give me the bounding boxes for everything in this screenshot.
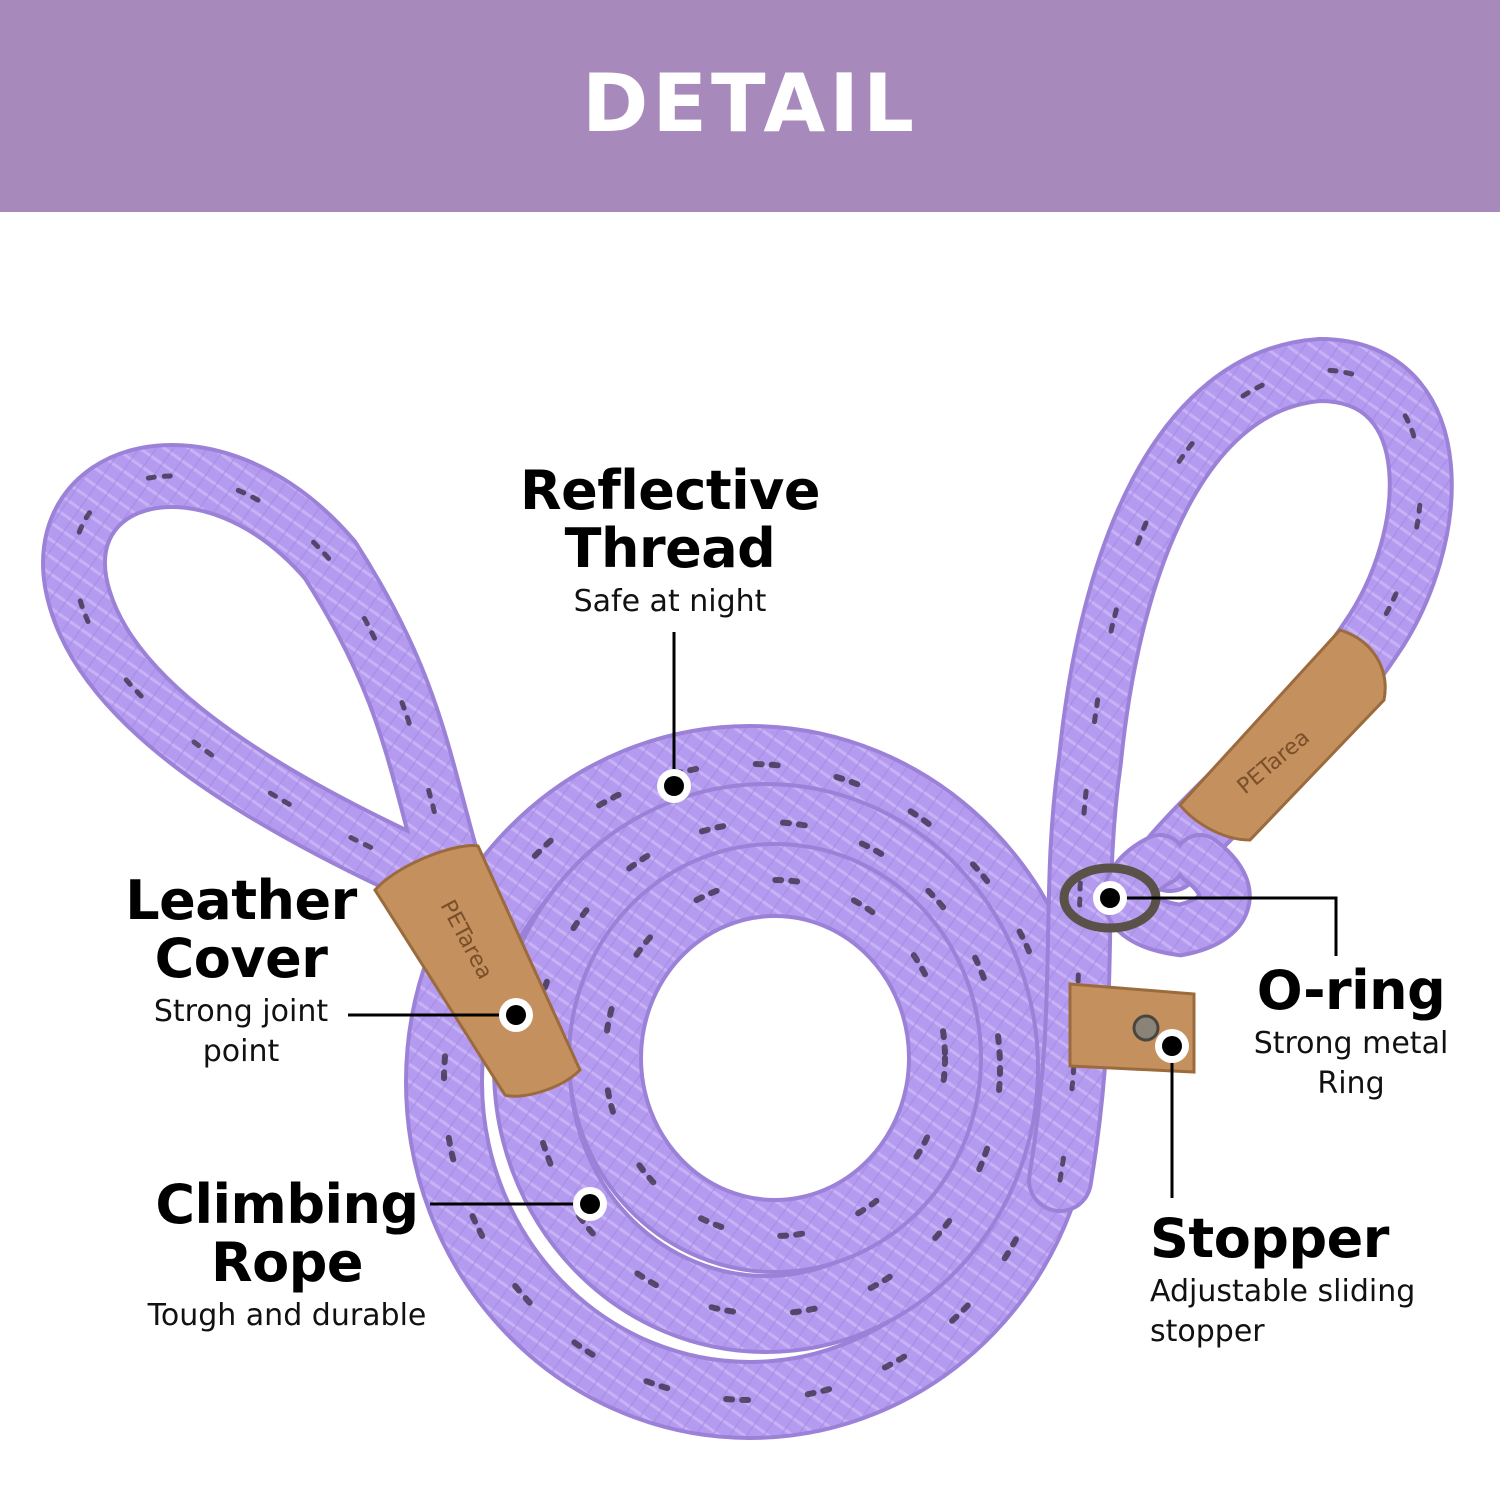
callout-subtitle: Safe at night	[520, 582, 820, 622]
title-line: Climbing	[155, 1173, 419, 1236]
header-banner: DETAIL	[0, 0, 1500, 212]
title-line: Thread	[564, 517, 776, 580]
callout-title: Stopper	[1150, 1210, 1460, 1268]
callout-leather-cover: Leather Cover Strong joint point	[110, 872, 372, 1072]
title-line: Cover	[154, 927, 328, 990]
title-line: O-ring	[1256, 959, 1446, 1022]
callout-reflective-thread: Reflective Thread Safe at night	[520, 459, 821, 622]
leader-lines	[348, 632, 1338, 1206]
subtitle-line: stopper	[1150, 1314, 1265, 1349]
page-title: DETAIL	[581, 56, 919, 150]
title-line: Stopper	[1150, 1207, 1389, 1270]
callout-subtitle: Strong joint point	[110, 992, 372, 1072]
title-line: Leather	[125, 869, 357, 932]
rope-handle-loop	[41, 443, 493, 933]
callout-title: O-ring	[1236, 962, 1466, 1020]
callout-title: Leather Cover	[110, 872, 372, 988]
callout-climbing-rope: Climbing Rope Tough and durable	[128, 1176, 446, 1336]
subtitle-line: Adjustable sliding	[1150, 1274, 1416, 1309]
rope-coil	[404, 724, 1096, 1440]
callout-o-ring: O-ring Strong metal Ring	[1236, 962, 1466, 1104]
subtitle-line: Ring	[1317, 1066, 1385, 1101]
title-line: Rope	[211, 1231, 363, 1294]
leather-cover-left: PETarea	[373, 843, 582, 1098]
callout-title: Reflective Thread	[520, 459, 821, 580]
callout-stopper: Stopper Adjustable sliding stopper	[1150, 1210, 1460, 1352]
callout-subtitle: Strong metal Ring	[1236, 1024, 1466, 1104]
subtitle-line: Strong joint	[153, 994, 329, 1029]
title-line: Reflective	[520, 459, 821, 522]
pointer-dots	[499, 769, 1189, 1221]
callout-subtitle: Adjustable sliding stopper	[1150, 1272, 1460, 1352]
subtitle-line: point	[202, 1034, 280, 1069]
leather-cover-right: PETarea	[1178, 628, 1387, 842]
subtitle-line: Safe at night	[573, 584, 767, 619]
callout-title: Climbing Rope	[128, 1176, 446, 1292]
subtitle-line: Tough and durable	[147, 1298, 427, 1333]
callout-subtitle: Tough and durable	[128, 1296, 446, 1336]
subtitle-line: Strong metal	[1253, 1026, 1449, 1061]
